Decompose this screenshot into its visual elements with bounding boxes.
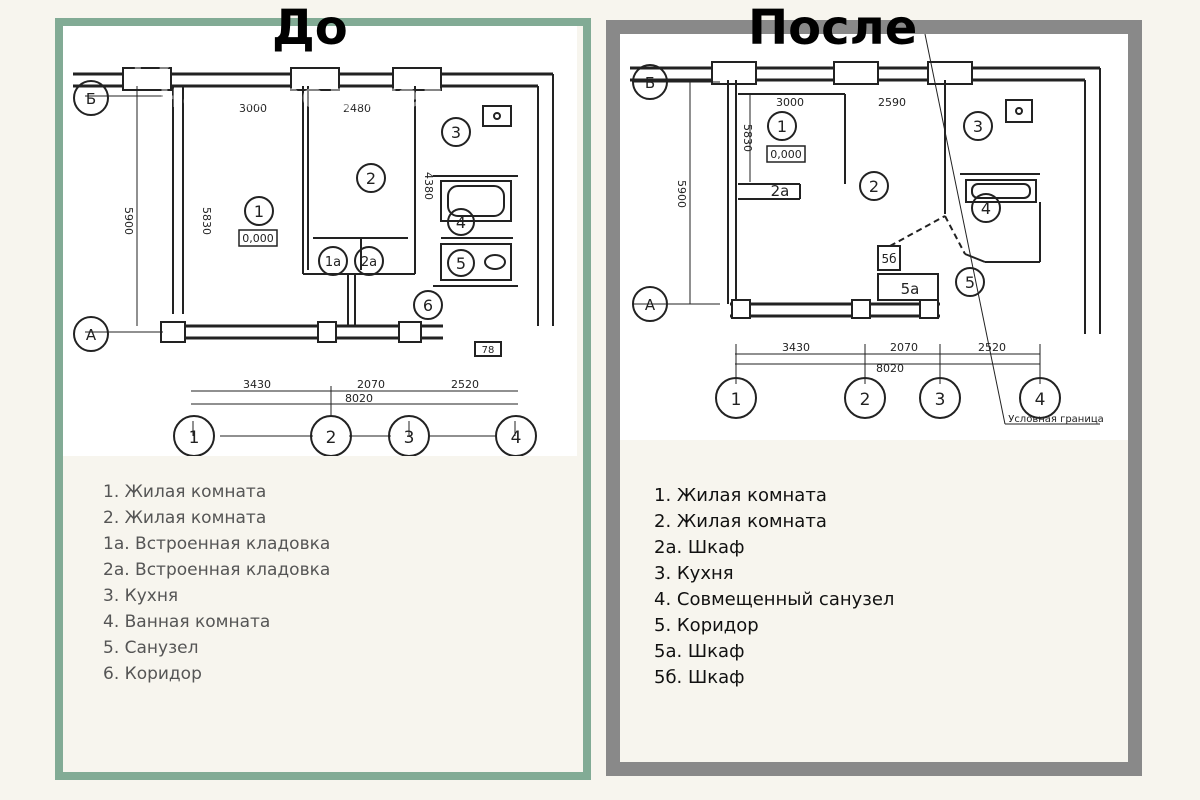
dimension-top-2: 2590	[878, 96, 906, 109]
legend-item: 2. Жилая комната	[103, 508, 267, 528]
axis-letter-b: Б	[645, 74, 655, 92]
legend-item: 5. Санузел	[103, 638, 199, 658]
axis-letter-a: А	[645, 296, 656, 314]
dimension-bottom-1: 3430	[243, 378, 271, 391]
after-panel: Б А 1 2 3 4 3000 2590 3430 2070 2520 802…	[606, 20, 1142, 776]
axis-number-2: 2	[326, 428, 337, 448]
axis-number-3: 3	[404, 428, 415, 448]
level-mark: 0,000	[242, 232, 274, 245]
legend-item: 6. Коридор	[103, 664, 202, 684]
room-2-label: 2	[869, 177, 879, 196]
room-2a-label: 2а	[771, 182, 790, 200]
room-5b-label: 5б	[881, 252, 896, 266]
legend-item: 2. Жилая комната	[654, 511, 827, 532]
dimension-bottom-3: 2520	[451, 378, 479, 391]
after-plan-drawing: Б А 1 2 3 4 3000 2590 3430 2070 2520 802…	[630, 34, 1104, 425]
legend-item: 3. Кухня	[103, 586, 179, 606]
legend-item: 2а. Встроенная кладовка	[103, 560, 331, 580]
axis-number-2: 2	[860, 390, 871, 410]
legend-item: 3. Кухня	[654, 563, 734, 584]
after-floor-plan: Б А 1 2 3 4 3000 2590 3430 2070 2520 802…	[620, 34, 1128, 440]
room-1a-label: 1а	[325, 255, 341, 270]
level-mark: 0,000	[770, 148, 802, 161]
before-panel: Б А 1 2 3 4 3000 2480 3430 2070 2520 802…	[55, 18, 591, 780]
dimension-vertical-room1: 5830	[741, 124, 754, 152]
dimension-vertical-room2: 4380	[422, 172, 435, 200]
room-1-label: 1	[777, 117, 787, 136]
before-heading: До	[272, 0, 348, 56]
dimension-bottom-2: 2070	[357, 378, 385, 391]
dimension-vertical-room1: 5830	[200, 207, 213, 235]
legend-item: 1. Жилая комната	[103, 482, 267, 502]
before-legend: 1. Жилая комната 2. Жилая комната 1а. Вс…	[103, 479, 330, 687]
dimension-top-1: 3000	[239, 102, 267, 115]
dimension-total: 8020	[345, 392, 373, 405]
legend-item: 1. Жилая комната	[654, 485, 827, 506]
room-1-label: 1	[254, 202, 264, 221]
legend-item: 5а. Шкаф	[654, 641, 745, 662]
room-3-label: 3	[451, 123, 461, 142]
room-6-label: 6	[423, 296, 433, 315]
axis-number-4: 4	[1035, 390, 1046, 410]
dimension-top-2: 2480	[343, 102, 371, 115]
room-4-label: 4	[456, 213, 466, 232]
watermark-line: наши родители	[158, 76, 468, 116]
watermark-text: Хрущёвки: как жили наши родители	[68, 30, 558, 118]
room-2a-label: 2а	[361, 255, 377, 270]
axis-number-1: 1	[189, 428, 200, 448]
legend-item: 2а. Шкаф	[654, 537, 745, 558]
axis-number-1: 1	[731, 390, 742, 410]
room-4-label: 4	[981, 199, 991, 218]
axis-letter-b: Б	[86, 90, 96, 108]
legend-item: 4. Совмещенный санузел	[654, 589, 895, 610]
legend-item: 4. Ванная комната	[103, 612, 271, 632]
legend-item: 5б. Шкаф	[654, 667, 745, 688]
stair-mark: 78	[482, 345, 495, 356]
after-heading: После	[748, 0, 918, 56]
legend-item: 5. Коридор	[654, 615, 759, 636]
dimension-bottom-1: 3430	[782, 341, 810, 354]
room-2-label: 2	[366, 169, 376, 188]
dimension-bottom-3: 2520	[978, 341, 1006, 354]
room-5a-label: 5а	[901, 280, 920, 298]
watermark-line: Хрущёвки: как жили	[105, 32, 521, 72]
dimension-vertical-outer: 5900	[675, 180, 688, 208]
after-legend: 1. Жилая комната 2. Жилая комната 2а. Шк…	[654, 483, 894, 691]
legend-item: 1а. Встроенная кладовка	[103, 534, 331, 554]
dimension-vertical-outer: 5900	[122, 207, 135, 235]
room-5-label: 5	[456, 254, 466, 273]
dimension-bottom-2: 2070	[890, 341, 918, 354]
boundary-label: Условная граница	[1008, 414, 1104, 425]
room-3-label: 3	[973, 117, 983, 136]
axis-letter-a: А	[86, 326, 97, 344]
dimension-total: 8020	[876, 362, 904, 375]
room-5-label: 5	[965, 273, 975, 292]
axis-number-4: 4	[511, 428, 522, 448]
before-plan-drawing: Б А 1 2 3 4 3000 2480 3430 2070 2520 802…	[73, 67, 554, 456]
dimension-top-1: 3000	[776, 96, 804, 109]
axis-number-3: 3	[935, 390, 946, 410]
before-floor-plan: Б А 1 2 3 4 3000 2480 3430 2070 2520 802…	[63, 26, 577, 456]
